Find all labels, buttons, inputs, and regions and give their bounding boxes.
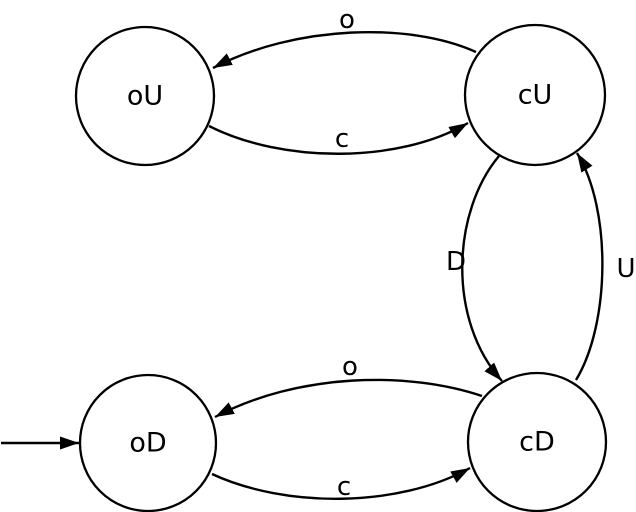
- state-oD: oD: [78, 373, 218, 512]
- state-cU-label: cU: [518, 80, 553, 111]
- transition-cU-to-cD-edge: [461, 155, 503, 382]
- transition-cD-to-oD-label: o: [342, 352, 358, 382]
- transition-cU-to-oU-label: o: [339, 5, 355, 35]
- state-oD-label: oD: [129, 428, 166, 459]
- state-cU-circle: [463, 23, 607, 167]
- state-oU: oU: [74, 25, 216, 167]
- transition-oD-to-cD-label: c: [337, 472, 351, 502]
- state-oU-circle: [74, 25, 216, 167]
- transition-cU-to-oU: o: [212, 5, 477, 70]
- state-cU: cU: [463, 23, 607, 167]
- transition-oU-to-cU-edge: [208, 121, 469, 155]
- transition-cU-to-cD: D: [446, 155, 503, 382]
- transition-cU-to-cD-label: D: [446, 247, 466, 277]
- transition-oD-to-cD: c: [211, 466, 471, 502]
- state-oU-label: oU: [127, 81, 163, 112]
- state-cD-label: cD: [519, 427, 555, 458]
- transition-cD-to-cU: U: [574, 152, 636, 381]
- transition-cD-to-oD-edge: [214, 378, 483, 419]
- state-cD: cD: [466, 371, 608, 512]
- transition-cD-to-cU-label: U: [616, 254, 635, 284]
- transition-cU-to-oU-edge: [212, 31, 477, 70]
- transition-oU-to-cU-label: c: [335, 124, 349, 154]
- transition-cD-to-cU-edge: [574, 152, 604, 381]
- transition-oD-to-cD-edge: [211, 466, 471, 500]
- transition-cD-to-oD: o: [214, 352, 483, 419]
- state-oD-circle: [78, 373, 218, 512]
- transition-oU-to-cU: c: [208, 121, 469, 155]
- state-cD-circle: [466, 371, 608, 512]
